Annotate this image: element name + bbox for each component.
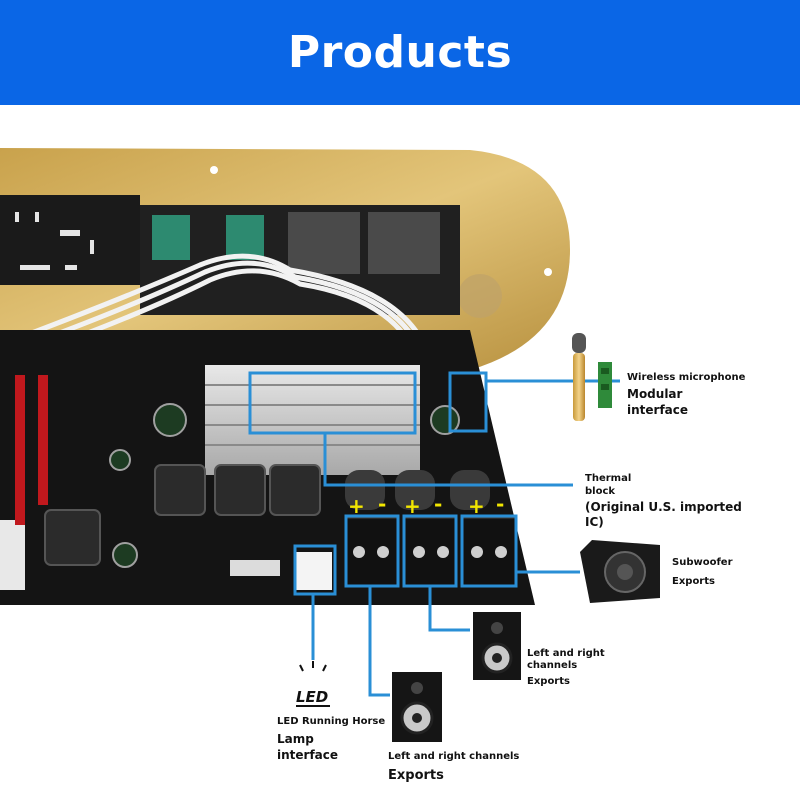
studio-speaker-icon-lower (392, 672, 442, 742)
upper-daughter-board (0, 195, 460, 315)
header-banner: Products (0, 0, 800, 105)
ic-label: IC) (585, 515, 604, 529)
lamp-label: Lamp (277, 732, 314, 746)
terminal-plus-sign-2: + (404, 494, 421, 518)
terminal-minus-sign-3: - (496, 492, 504, 516)
terminal-plus-sign-1: + (348, 494, 365, 518)
amplifier-board-illustration: + - + - + - (0, 148, 660, 742)
lr-upper-label: Left and right (527, 648, 605, 659)
led-interface-label: interface (277, 748, 339, 762)
block-label: block (585, 486, 616, 497)
studio-speaker-icon-upper (473, 612, 521, 680)
terminal-polarity-signs: + - + - + - (348, 492, 504, 518)
callout-lines (248, 371, 620, 697)
terminal-plus-sign-3: + (468, 494, 485, 518)
thermal-label: Thermal (585, 473, 632, 484)
led-icon-text: LED (296, 688, 328, 706)
main-pcb (0, 330, 535, 605)
led-running-horse-label: LED Running Horse (277, 716, 386, 727)
lr-lower-label: Left and right channels (388, 751, 520, 762)
interface-label: interface (627, 403, 689, 417)
subwoofer-speaker-icon (580, 540, 660, 603)
original-ic-label: (Original U.S. imported (585, 500, 742, 514)
lr-upper-exports-label: Exports (527, 676, 570, 687)
led-lamp-icon: LED (296, 661, 330, 707)
wireless-mic-label: Wireless microphone (627, 372, 746, 383)
lr-lower-exports-label: Exports (388, 768, 444, 783)
microphone-icon (572, 333, 586, 421)
page-title: Products (287, 27, 513, 78)
terminal-minus-sign-1: - (378, 492, 386, 516)
subwoofer-label: Subwoofer (672, 557, 733, 568)
terminal-minus-sign-2: - (434, 492, 442, 516)
product-scene: + - + - + - (0, 105, 800, 800)
lr-upper-channels-label: channels (527, 660, 578, 671)
ribbon-cable (0, 253, 433, 368)
wireless-module-icon (598, 362, 612, 408)
modular-label: Modular (627, 387, 683, 401)
subwoofer-exports-label: Exports (672, 576, 715, 587)
